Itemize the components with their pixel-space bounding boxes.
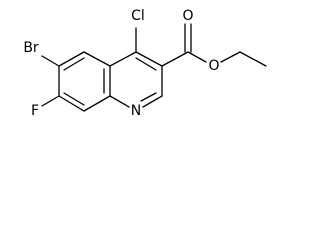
bond-carbonyl-c-ester-o xyxy=(187,51,207,63)
carbonyl-oxygen-label: O xyxy=(182,8,193,24)
bond-n1-c8a xyxy=(109,95,130,108)
ethyl-6-bromo-4-chloro-7-fluoroquinoline-3-carboxylate-structure: Br F Cl N O O xyxy=(23,8,267,119)
ethyl-ester-group xyxy=(161,23,267,67)
bond-ester-o-ch2 xyxy=(220,51,241,63)
bond-c5-c6-inner xyxy=(63,57,85,71)
bond-c4-c3 xyxy=(135,51,163,67)
bond-ch2-ch3 xyxy=(239,51,267,67)
pyridine-ring xyxy=(109,51,163,108)
bromine-label: Br xyxy=(23,40,39,56)
bond-c4-c3-inner xyxy=(135,57,157,71)
bond-c7-c8-inner xyxy=(63,92,85,106)
fluorine-label: F xyxy=(31,103,39,119)
bond-c4a-c5 xyxy=(83,51,111,67)
bond-c5-c6 xyxy=(58,51,85,67)
bond-c3-carbonyl-c xyxy=(161,51,189,67)
ester-oxygen-label: O xyxy=(208,58,219,74)
bond-c4a-c4 xyxy=(109,51,137,67)
bond-c7-c8 xyxy=(58,95,85,112)
bond-c8-c8a xyxy=(83,95,111,112)
benzene-ring xyxy=(58,51,111,112)
bond-c2-n1-inner xyxy=(140,92,157,102)
bond-c2-n1 xyxy=(142,95,163,108)
chlorine-label: Cl xyxy=(131,8,145,24)
nitrogen-label: N xyxy=(131,103,141,119)
bond-c6-br xyxy=(41,55,60,67)
bond-c7-f xyxy=(41,95,60,107)
